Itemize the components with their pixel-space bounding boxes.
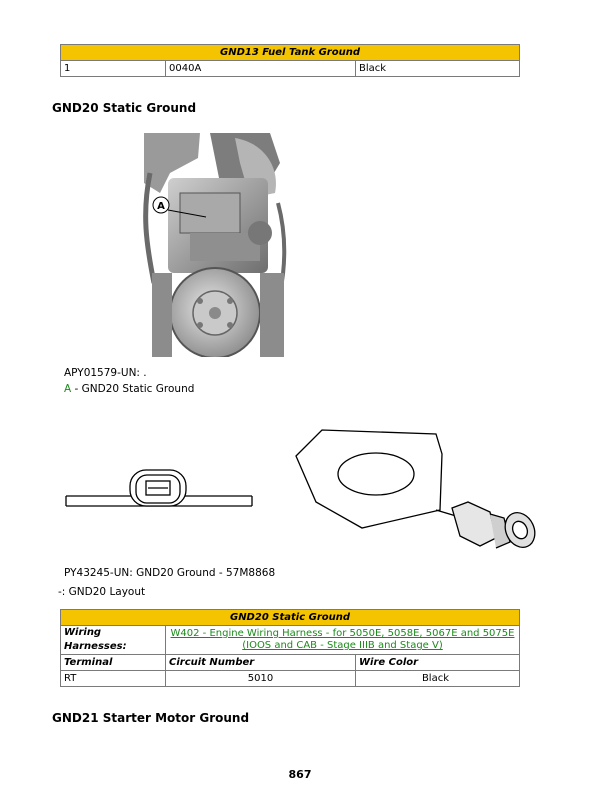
gnd13-table: GND13 Fuel Tank Ground 1 0040A Black [60,44,520,77]
figure2-caption: PY43245-UN: GND20 Ground - 57M8868 [64,567,276,579]
table-row: RT 5010 Black [60,670,520,687]
harness-link-line2[interactable]: (IOOS and CAB - Stage IIIB and Stage V) [242,640,443,651]
layout-caption: -: GND20 Layout [58,586,146,598]
gnd20-table: GND20 Static Ground Wiring Harnesses: W4… [60,609,520,687]
table-row: 1 0040A Black [60,60,520,77]
page-number: 867 [288,768,312,781]
section-heading-gnd21: GND21 Starter Motor Ground [52,711,250,725]
table-cell: 1 [60,60,166,77]
callout-label: A [157,201,165,212]
table-cell: Black [355,60,520,77]
table-cell: 5010 [165,670,356,687]
column-header: Terminal [60,654,166,671]
section-heading-gnd20: GND20 Static Ground [52,101,197,115]
gnd20-table-title: GND20 Static Ground [60,609,520,626]
legend-key: A [64,383,72,395]
gnd13-table-title: GND13 Fuel Tank Ground [60,44,520,61]
column-header: Circuit Number [165,654,356,671]
table-cell: RT [60,670,166,687]
column-header: Wire Color [355,654,520,671]
harness-link[interactable]: W402 - Engine Wiring Harness - for 5050E… [165,625,520,655]
figure1-caption: APY01579-UN: . [64,367,147,379]
ground-terminal-diagram [65,429,536,549]
legend-text: - GND20 Static Ground [71,383,195,395]
wiring-harnesses-label: Wiring Harnesses: [60,625,166,655]
terminal-side-view [65,469,253,507]
harness-link-line1[interactable]: W402 - Engine Wiring Harness - for 5050E… [170,628,515,639]
table-cell: Black [355,670,520,687]
table-header-row: Terminal Circuit Number Wire Color [60,654,520,671]
table-cell: 0040A [165,60,356,77]
terminal-perspective-view [295,429,536,549]
figure1-legend: A - GND20 Static Ground [64,383,194,395]
engine-photo: A [140,133,288,357]
